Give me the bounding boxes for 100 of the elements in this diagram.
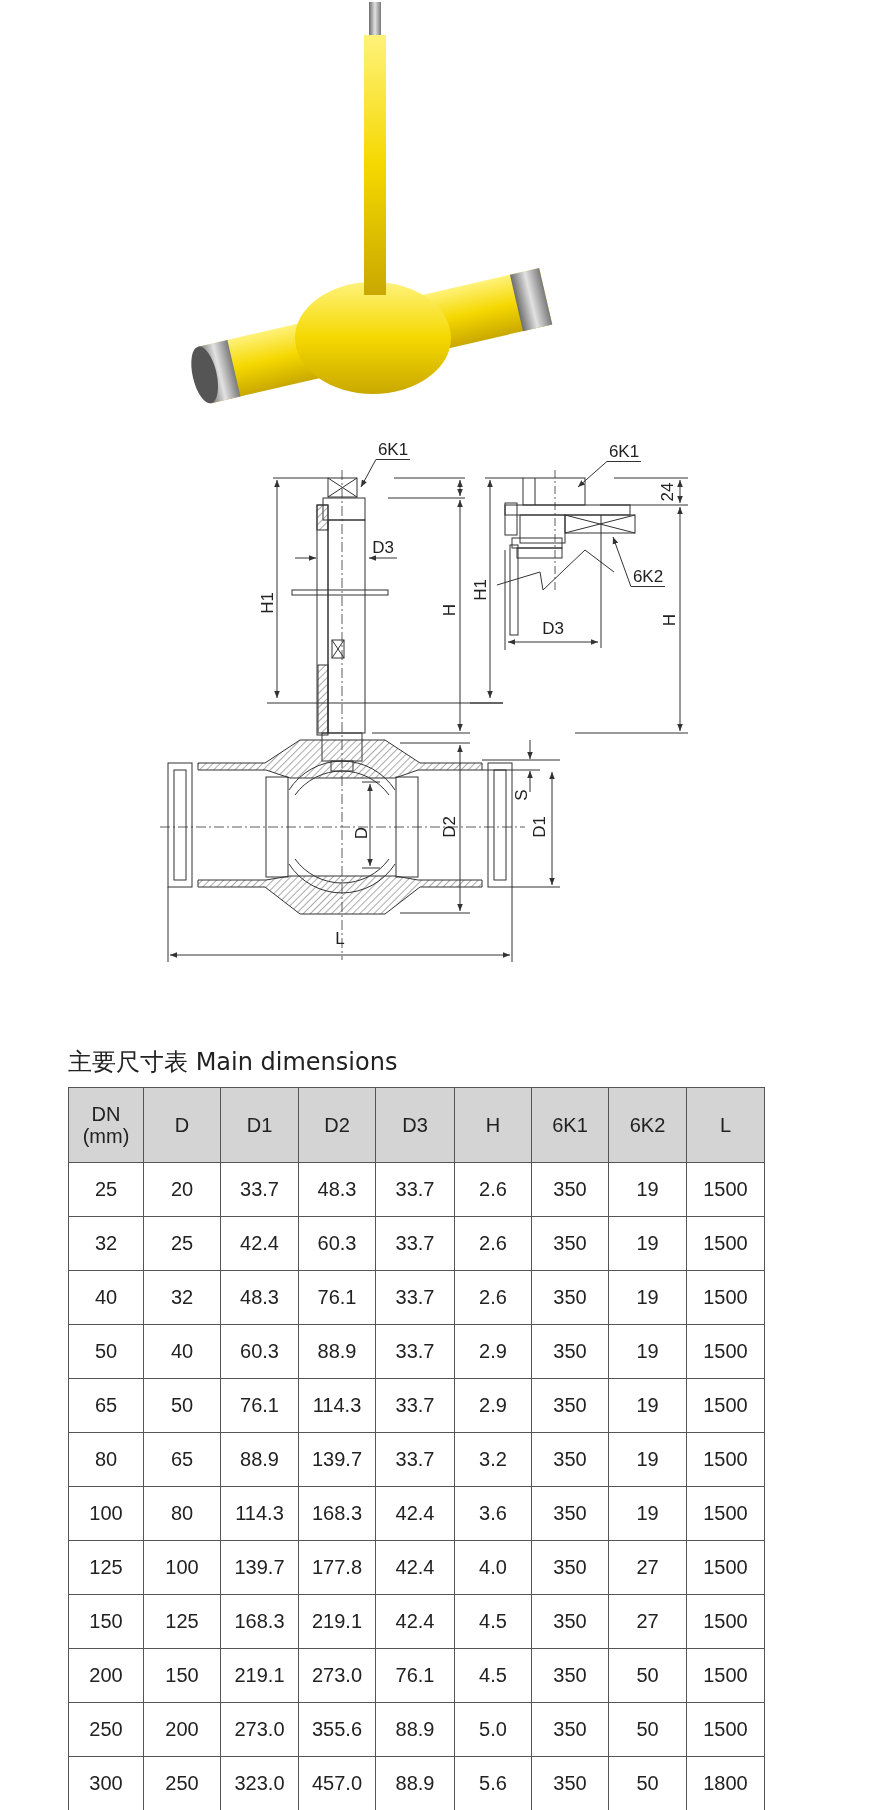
table-cell: 1500: [686, 1594, 765, 1649]
table-cell: 350: [531, 1162, 609, 1217]
table-cell: 48.3: [298, 1162, 376, 1217]
header-cell: D3: [375, 1087, 455, 1163]
header-cell: 6K2: [608, 1087, 687, 1163]
dimension-label: D2: [440, 816, 458, 838]
table-cell: 42.4: [375, 1486, 455, 1541]
dimension-label: H: [440, 603, 458, 617]
table-cell: 80: [68, 1432, 144, 1487]
table-cell: 177.8: [298, 1540, 376, 1595]
table-cell: 42.4: [220, 1216, 299, 1271]
table-cell: 50: [608, 1648, 687, 1703]
table-cell: 1500: [686, 1324, 765, 1379]
table-cell: 76.1: [220, 1378, 299, 1433]
table-cell: 350: [531, 1702, 609, 1757]
table-cell: 88.9: [375, 1702, 455, 1757]
header-cell: 6K1: [531, 1087, 609, 1163]
part-label: 6K2: [632, 567, 664, 585]
dimension-label: 24: [658, 482, 676, 502]
table-cell: 350: [531, 1378, 609, 1433]
table-cell: 40: [143, 1324, 221, 1379]
header-cell: H: [454, 1087, 532, 1163]
table-cell: 125: [143, 1594, 221, 1649]
header-cell: DN (mm): [68, 1087, 144, 1163]
table-cell: 60.3: [298, 1216, 376, 1271]
table-cell: 2.6: [454, 1162, 532, 1217]
table-cell: 355.6: [298, 1702, 376, 1757]
table-cell: 19: [608, 1270, 687, 1325]
table-cell: 2.9: [454, 1324, 532, 1379]
table-cell: 1500: [686, 1162, 765, 1217]
part-label: 6K1: [377, 440, 409, 458]
table-cell: 33.7: [375, 1162, 455, 1217]
table-cell: 80: [143, 1486, 221, 1541]
table-cell: 76.1: [298, 1270, 376, 1325]
table-cell: 1500: [686, 1486, 765, 1541]
table-cell: 2.6: [454, 1216, 532, 1271]
table-cell: 273.0: [298, 1648, 376, 1703]
table-cell: 65: [143, 1432, 221, 1487]
table-title: 主要尺寸表 Main dimensions: [68, 1047, 398, 1078]
table-cell: 100: [143, 1540, 221, 1595]
header-cell: D: [143, 1087, 221, 1163]
table-cell: 50: [143, 1378, 221, 1433]
table-cell: 273.0: [220, 1702, 299, 1757]
dimension-label: D: [352, 826, 370, 840]
table-cell: 150: [68, 1594, 144, 1649]
table-cell: 2.6: [454, 1270, 532, 1325]
table-cell: 19: [608, 1162, 687, 1217]
table-cell: 88.9: [220, 1432, 299, 1487]
table-cell: 139.7: [220, 1540, 299, 1595]
table-cell: 350: [531, 1216, 609, 1271]
table-cell: 50: [608, 1702, 687, 1757]
table-cell: 76.1: [375, 1648, 455, 1703]
dimension-label: D1: [530, 816, 548, 838]
table-cell: 33.7: [220, 1162, 299, 1217]
table-cell: 19: [608, 1324, 687, 1379]
dimension-label: H: [660, 613, 678, 627]
table-cell: 20: [143, 1162, 221, 1217]
table-cell: 350: [531, 1540, 609, 1595]
table-cell: 350: [531, 1324, 609, 1379]
table-cell: 19: [608, 1378, 687, 1433]
table-cell: 42.4: [375, 1594, 455, 1649]
table-cell: 5.0: [454, 1702, 532, 1757]
header-cell: D1: [220, 1087, 299, 1163]
dimension-label: H1: [471, 579, 489, 601]
table-cell: 219.1: [220, 1648, 299, 1703]
table-cell: 200: [68, 1648, 144, 1703]
table-cell: 1500: [686, 1648, 765, 1703]
table-cell: 33.7: [375, 1216, 455, 1271]
table-cell: 3.6: [454, 1486, 532, 1541]
table-cell: 350: [531, 1594, 609, 1649]
table-cell: 2.9: [454, 1378, 532, 1433]
table-cell: 4.0: [454, 1540, 532, 1595]
table-cell: 168.3: [220, 1594, 299, 1649]
table-cell: 19: [608, 1432, 687, 1487]
table-cell: 114.3: [298, 1378, 376, 1433]
leader-line: [612, 536, 666, 587]
header-cell: L: [686, 1087, 765, 1163]
table-cell: 27: [608, 1594, 687, 1649]
table-cell: 114.3: [220, 1486, 299, 1541]
table-cell: 33.7: [375, 1324, 455, 1379]
dimension-label: D3: [372, 538, 394, 556]
table-cell: 250: [68, 1702, 144, 1757]
dimension-label: S: [512, 789, 530, 801]
dimension-label: L: [335, 929, 345, 947]
table-cell: 1500: [686, 1432, 765, 1487]
table-cell: 4.5: [454, 1648, 532, 1703]
dimension-label: D3: [542, 619, 564, 637]
table-cell: 27: [608, 1540, 687, 1595]
table-cell: 60.3: [220, 1324, 299, 1379]
table-cell: 19: [608, 1216, 687, 1271]
table-cell: 100: [68, 1486, 144, 1541]
table-cell: 3.2: [454, 1432, 532, 1487]
table-cell: 150: [143, 1648, 221, 1703]
table-cell: 168.3: [298, 1486, 376, 1541]
dimension-label: H1: [258, 592, 276, 614]
table-cell: 139.7: [298, 1432, 376, 1487]
table-cell: 32: [143, 1270, 221, 1325]
table-cell: 350: [531, 1432, 609, 1487]
table-cell: 32: [68, 1216, 144, 1271]
table-cell: 25: [143, 1216, 221, 1271]
